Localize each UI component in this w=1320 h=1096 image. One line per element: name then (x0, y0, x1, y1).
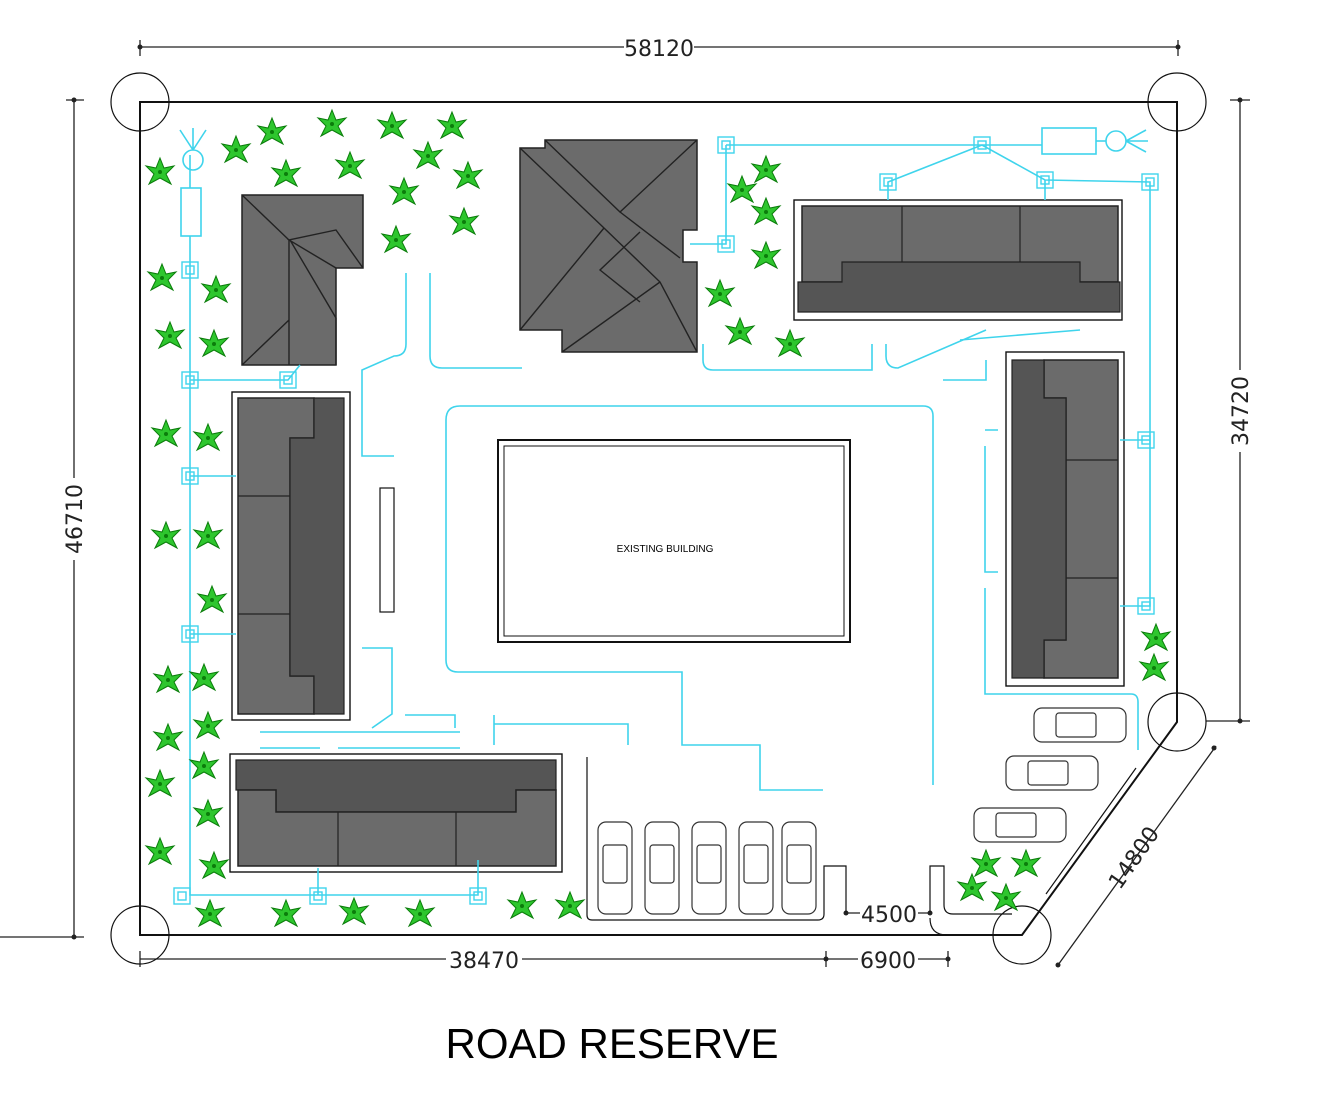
dimension-bottom-width: 38470 (449, 949, 519, 974)
dimension-right-height: 34720 (1229, 376, 1254, 446)
existing-building-label: EXISTING BUILDING (617, 544, 714, 555)
dimension-top-width: 58120 (624, 37, 694, 62)
roof-top-center (519, 139, 698, 353)
dimension-diagonal: 14800 (1104, 822, 1165, 894)
block-bottom (229, 753, 563, 873)
site-boundary (110, 72, 1207, 965)
driveway-edges (260, 273, 1139, 791)
car-icon (597, 707, 1127, 915)
block-top-right (793, 199, 1123, 321)
existing-building: EXISTING BUILDING (497, 439, 851, 643)
block-right (1005, 351, 1125, 687)
roof-top-left (241, 194, 364, 366)
parking-layout (379, 487, 1137, 936)
road-reserve-title: ROAD RESERVE (446, 1020, 779, 1067)
dimension-gate-width: 4500 (861, 903, 917, 928)
block-left (231, 391, 351, 721)
service-lines (179, 127, 1151, 896)
inspection-chamber-icon (173, 136, 1159, 905)
dimension-gate-offset: 6900 (860, 949, 916, 974)
dimension-left-height: 46710 (63, 484, 88, 554)
